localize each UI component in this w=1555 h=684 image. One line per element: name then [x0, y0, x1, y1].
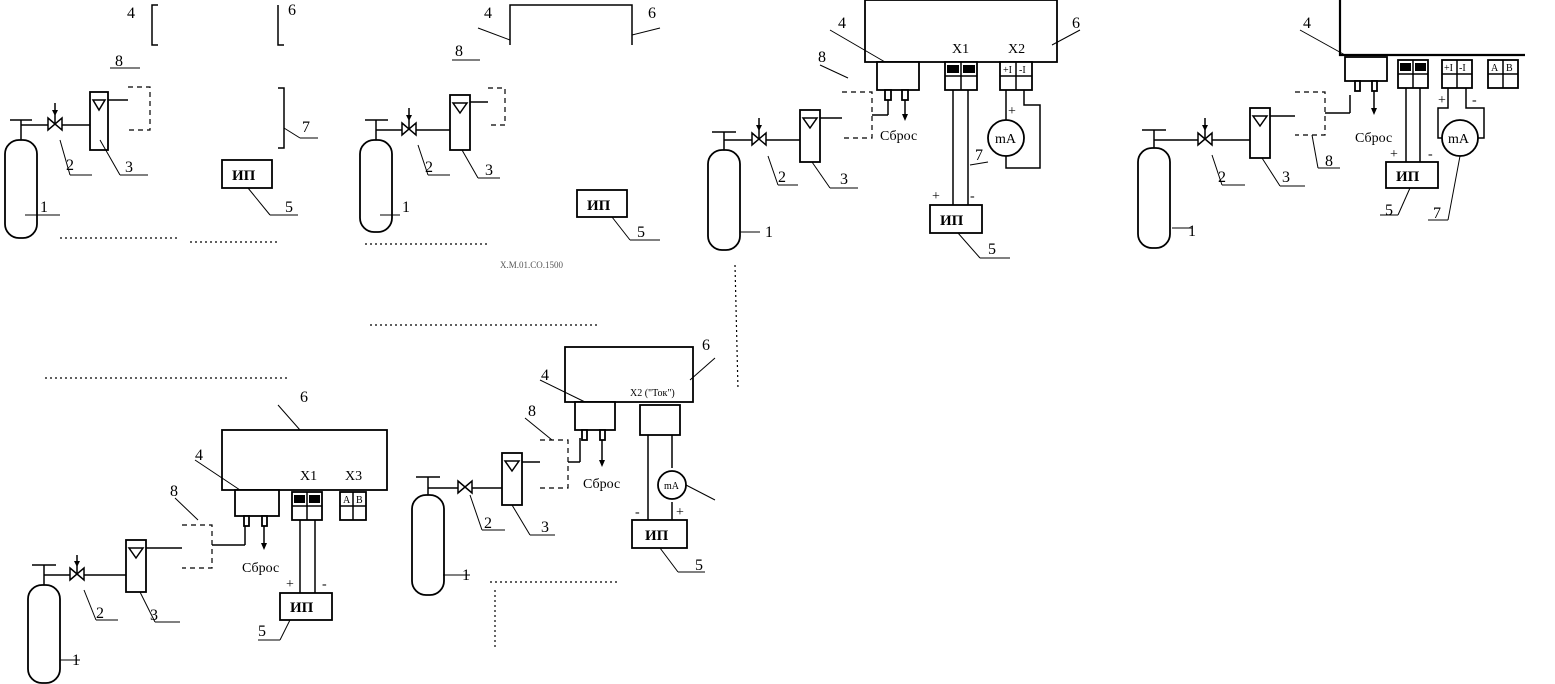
x1-label: X1 — [952, 42, 969, 57]
label-6: 6 — [288, 2, 296, 19]
minus-sign-d: - — [1472, 93, 1477, 108]
label-1-b: 1 — [402, 199, 410, 216]
label-4-d: 4 — [1303, 15, 1311, 32]
scheme-e: Сброс X1 X3 A B ИП + - 1 2 3 4 5 6 8 — [27, 389, 388, 684]
label-4-b: 4 — [484, 5, 492, 22]
x3-label-e: X3 — [345, 469, 362, 484]
label-5: 5 — [285, 199, 293, 216]
minus-sign-f: - — [635, 505, 640, 520]
x2-label: X2 — [1008, 42, 1025, 57]
power-supply-label-d: ИП — [1396, 169, 1420, 185]
label-2: 2 — [66, 157, 74, 174]
svg-text:+I: +I — [1444, 63, 1453, 74]
label-7-c: 7 — [975, 147, 983, 164]
vent-label-d: Сброс — [1355, 131, 1392, 146]
label-3-b: 3 — [485, 162, 493, 179]
power-supply-label-e: ИП — [290, 600, 314, 616]
label-1: 1 — [40, 199, 48, 216]
scrap-text: Х.М.01.СО.1500 — [500, 260, 564, 270]
label-1-d: 1 — [1188, 223, 1196, 240]
minus-sign-c: - — [970, 189, 975, 204]
plus-sign-d2: + — [1390, 147, 1398, 162]
x1-label-e: X1 — [300, 469, 317, 484]
svg-text:-I: -I — [1459, 63, 1466, 74]
label-8-b: 8 — [455, 43, 463, 60]
svg-text:-I: -I — [1019, 65, 1026, 76]
label-5-d: 5 — [1385, 202, 1393, 219]
plus-sign-e: + — [286, 577, 294, 592]
label-2-f: 2 — [484, 515, 492, 532]
label-6-b: 6 — [648, 5, 656, 22]
vent-label: Сброс — [880, 129, 917, 144]
label-7: 7 — [302, 119, 310, 136]
label-2-e: 2 — [96, 605, 104, 622]
label-4-c: 4 — [838, 15, 846, 32]
vent-label-e: Сброс — [242, 561, 279, 576]
scheme-f: Сброс X2 ("Ток") mA ИП - + 1 2 3 4 5 6 8 — [411, 337, 716, 650]
label-3-e: 3 — [150, 607, 158, 624]
plus-sign-f: + — [676, 505, 684, 520]
power-supply-box — [221, 159, 273, 189]
scheme-c: Сброс X1 X2 +I -I mA + ИП + - — [707, 0, 1081, 391]
power-supply-label-f: ИП — [645, 528, 669, 544]
terminal-a: A — [1491, 63, 1499, 74]
scheme-d: Сброс +I -I A B mA + - ИП + - — [1137, 0, 1525, 249]
label-8-c: 8 — [818, 49, 826, 66]
scheme-b: ИП 1 2 3 4 5 6 8 Х.М.01.СО.1500 — [359, 4, 661, 326]
label-6-e: 6 — [300, 389, 308, 406]
label-6-c: 6 — [1072, 15, 1080, 32]
label-5-c: 5 — [988, 241, 996, 258]
x2-current-label: X2 ("Ток") — [630, 388, 675, 399]
label-2-d: 2 — [1218, 169, 1226, 186]
power-supply-label: ИП — [232, 168, 256, 184]
gas-analyzer-box — [864, 0, 1058, 63]
label-3-f: 3 — [541, 519, 549, 536]
gas-cylinder — [4, 139, 38, 239]
label-8-d: 8 — [1325, 153, 1333, 170]
terminal-a-e: A — [343, 495, 351, 506]
label-1-e: 1 — [72, 652, 80, 669]
ma-label-f: mA — [664, 481, 680, 492]
plus-sign-d: + — [1438, 93, 1446, 108]
terminal-b-e: B — [356, 495, 363, 506]
label-3-c: 3 — [840, 171, 848, 188]
rotameter — [89, 91, 109, 151]
minus-sign-e: - — [322, 577, 327, 592]
ma-label-d: mA — [1448, 132, 1470, 147]
label-4-f: 4 — [541, 367, 549, 384]
label-4-e: 4 — [195, 447, 203, 464]
minus-sign-d2: - — [1428, 147, 1433, 162]
power-supply-label-b: ИП — [587, 198, 611, 214]
label-3: 3 — [125, 159, 133, 176]
label-8-e: 8 — [170, 483, 178, 500]
svg-text:+I: +I — [1003, 65, 1012, 76]
label-2-b: 2 — [425, 159, 433, 176]
sensor — [876, 61, 920, 91]
label-6-f: 6 — [702, 337, 710, 354]
vent-label-f: Сброс — [583, 477, 620, 492]
label-5-e: 5 — [258, 623, 266, 640]
label-1-c: 1 — [765, 224, 773, 241]
optional-dashed-device — [128, 86, 151, 131]
valve — [47, 116, 63, 132]
terminal-b: B — [1506, 63, 1513, 74]
ma-label: mA — [995, 132, 1017, 147]
label-5-f: 5 — [695, 557, 703, 574]
label-1-f: 1 — [462, 567, 470, 584]
plus-sign-c: + — [932, 189, 940, 204]
label-4: 4 — [127, 5, 135, 22]
scheme-a: ИП 1 2 3 4 5 6 7 8 — [4, 2, 318, 379]
power-supply-label-c: ИП — [940, 213, 964, 229]
label-5-b: 5 — [637, 224, 645, 241]
label-7-d: 7 — [1433, 205, 1441, 222]
label-3-d: 3 — [1282, 169, 1290, 186]
label-2-c: 2 — [778, 169, 786, 186]
label-8-f: 8 — [528, 403, 536, 420]
label-8: 8 — [115, 53, 123, 70]
plus-sign: + — [1008, 104, 1016, 119]
